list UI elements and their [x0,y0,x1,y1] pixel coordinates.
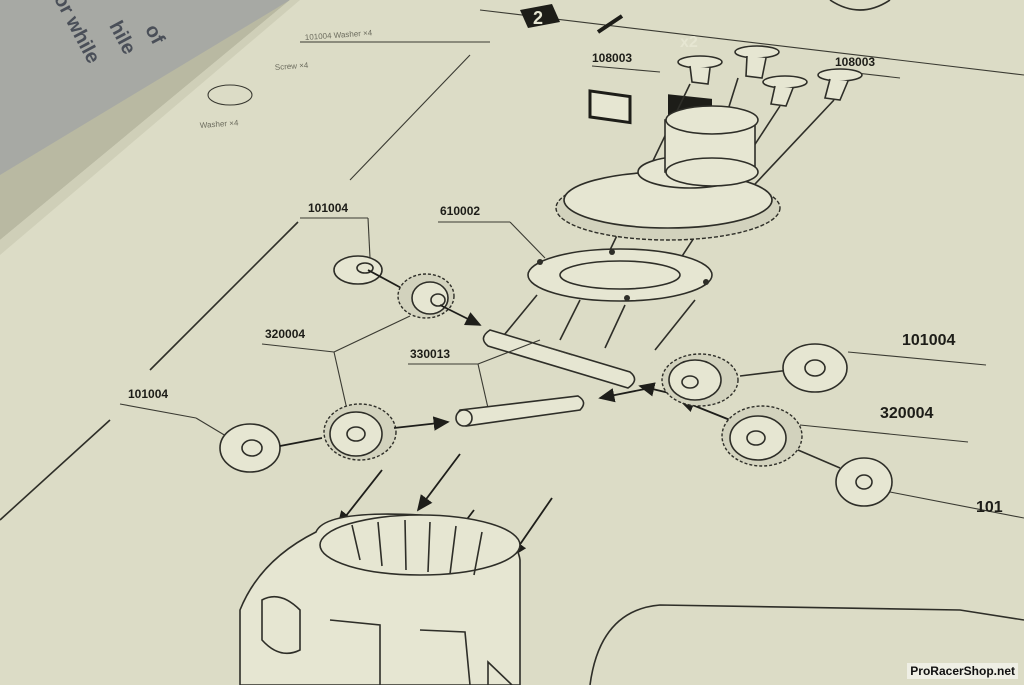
washer-lower-left: 101004 [119,387,323,473]
svg-text:Washer ×4: Washer ×4 [200,118,240,130]
svg-text:Screw ×4: Screw ×4 [275,61,310,72]
bevel-gear-upper-left [397,273,482,326]
label-330013: 330013 [410,347,450,361]
step-2-icon: 2 [533,8,543,28]
washer-lower-right: 101 [835,457,1024,519]
bevel-gear-lower-right: 320004 [721,405,969,469]
quantity-x2-icon: x2 [680,34,698,51]
label-101004-upper-right: 101004 [902,332,955,349]
washer-upper-right: 101004 [782,332,987,393]
label-101004-lower-left: 101004 [128,387,168,401]
bevel-gear-upper-right [661,353,791,407]
bevel-gear-left-callout: 320004 [261,315,411,415]
diff-housing [239,513,521,685]
screw [817,68,863,101]
cross-pin: 330013 [408,339,585,427]
gear-plate: 610002 [438,204,713,351]
screw [677,55,723,85]
screw [734,45,780,79]
label-101-lower-right: 101 [976,499,1003,516]
watermark: ProRacerShop.net [907,663,1018,679]
bevel-gear-lower-left [323,403,450,461]
screw [762,75,808,107]
label-320004-left: 320004 [265,327,305,341]
label-108003-left: 108003 [592,51,632,65]
label-320004-right: 320004 [880,405,933,422]
step-header: 2 x2 [520,4,712,125]
label-108003-right: 108003 [835,55,875,69]
washer-upper-left: 101004 [300,201,406,291]
label-101004-upper-left: 101004 [308,201,348,215]
ring-gear-assembly [555,105,781,241]
tool-wrench-icon [596,14,624,34]
label-610002: 610002 [440,204,480,218]
partial-gear-top [829,0,891,11]
long-pin [482,329,636,389]
